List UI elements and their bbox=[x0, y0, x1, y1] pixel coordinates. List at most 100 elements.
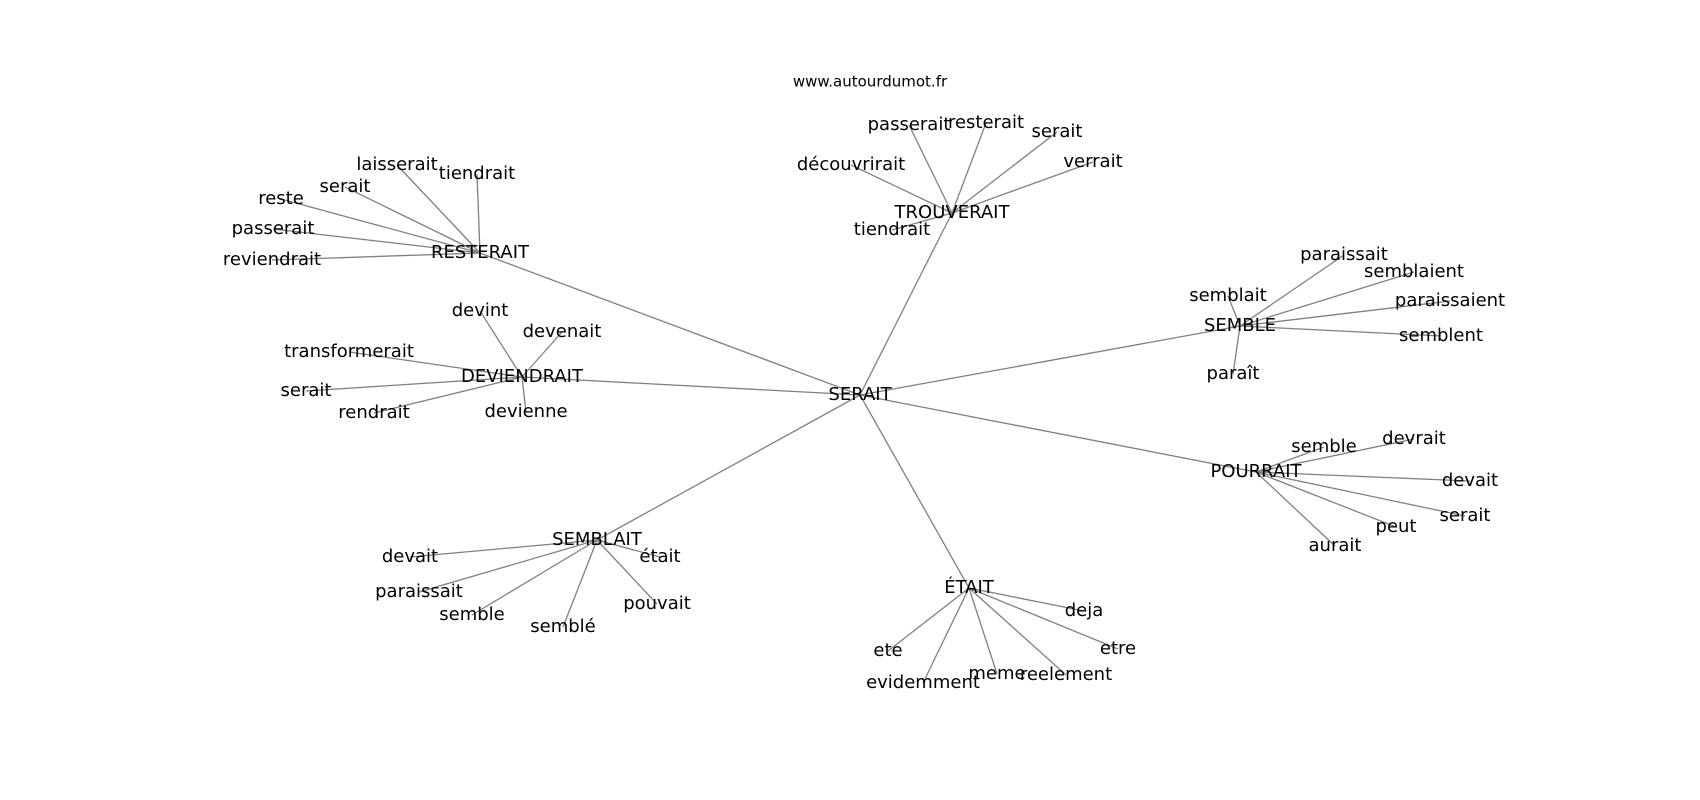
edge-hub-to-leaf bbox=[1255, 438, 1415, 473]
site-watermark: www.autourdumot.fr bbox=[793, 73, 948, 91]
edge-hub-to-leaf bbox=[596, 539, 661, 558]
leaf-node: serait bbox=[320, 176, 371, 197]
hub-node: TROUVERAIT bbox=[894, 202, 1011, 223]
leaf-node: semblé bbox=[530, 616, 596, 637]
leaf-node: devienne bbox=[484, 401, 567, 422]
edge-hub-to-leaf bbox=[479, 310, 523, 378]
leaf-node: deja bbox=[1065, 600, 1104, 621]
edge-hub-to-leaf bbox=[418, 539, 598, 593]
edge-center-to-hub bbox=[859, 325, 1241, 396]
edge-hub-to-leaf bbox=[887, 587, 970, 652]
leaf-node: laisserait bbox=[356, 154, 437, 175]
edge-hub-to-leaf bbox=[1239, 254, 1345, 327]
leaf-node: peut bbox=[1376, 516, 1417, 537]
leaf-node: devrait bbox=[1382, 428, 1446, 449]
leaf-node: semblent bbox=[1399, 325, 1483, 346]
edge-hub-to-leaf bbox=[280, 198, 481, 254]
edge-center-to-hub bbox=[859, 394, 970, 589]
edge-hub-to-leaf bbox=[344, 186, 481, 254]
edge-hub-to-leaf bbox=[271, 252, 481, 261]
graph-labels: www.autourdumot.fr SERAIT RESTERAIT laisse… bbox=[223, 73, 1505, 694]
leaf-node: semble bbox=[1291, 436, 1357, 457]
edge-hub-to-leaf bbox=[471, 539, 598, 616]
edge-hub-to-leaf bbox=[968, 587, 1067, 676]
hub-node: ÉTAIT bbox=[944, 576, 995, 598]
edge-center-to-hub bbox=[596, 394, 861, 541]
leaf-node: semblait bbox=[1189, 285, 1267, 306]
edge-center-to-hub bbox=[859, 394, 1257, 473]
hub-node: RESTERAIT bbox=[431, 242, 530, 263]
leaf-node: meme bbox=[968, 663, 1025, 684]
edge-hub-to-leaf bbox=[968, 587, 1119, 650]
edge-hub-to-leaf bbox=[305, 376, 523, 392]
edge-hub-to-leaf bbox=[596, 539, 658, 605]
edge-hub-to-leaf bbox=[951, 122, 987, 214]
edge-hub-to-leaf bbox=[951, 161, 1094, 214]
leaf-node: serait bbox=[1032, 121, 1083, 142]
edge-hub-to-leaf bbox=[1255, 471, 1397, 528]
edge-hub-to-leaf bbox=[1255, 471, 1336, 547]
edge-center-to-hub bbox=[479, 252, 861, 396]
edge-hub-to-leaf bbox=[1227, 295, 1241, 327]
leaf-node: ete bbox=[873, 640, 902, 661]
edge-hub-to-leaf bbox=[1239, 325, 1442, 337]
leaf-node: serait bbox=[1440, 505, 1491, 526]
edge-hub-to-leaf bbox=[272, 228, 481, 254]
edge-hub-to-leaf bbox=[396, 164, 481, 254]
leaf-node: reelement bbox=[1020, 664, 1112, 685]
leaf-node: resterait bbox=[948, 112, 1024, 133]
edge-center-to-hub bbox=[859, 212, 953, 396]
leaf-node: etre bbox=[1100, 638, 1136, 659]
edge-hub-to-leaf bbox=[850, 164, 953, 214]
edge-hub-to-leaf bbox=[521, 331, 563, 378]
leaf-node: reviendrait bbox=[223, 249, 321, 270]
leaf-node: semblaient bbox=[1364, 261, 1464, 282]
leaf-node: paraissait bbox=[1300, 244, 1388, 265]
edge-hub-to-leaf bbox=[891, 212, 953, 231]
leaf-node: devait bbox=[1442, 470, 1498, 491]
leaf-node: passerait bbox=[232, 218, 315, 239]
center-node: SERAIT bbox=[828, 384, 892, 405]
leaf-node: transformerait bbox=[284, 341, 414, 362]
leaf-node: paraît bbox=[1207, 363, 1260, 384]
edge-hub-to-leaf bbox=[348, 351, 523, 378]
leaf-node: reste bbox=[258, 188, 304, 209]
edge-hub-to-leaf bbox=[1239, 271, 1415, 327]
leaf-node: paraissaient bbox=[1395, 290, 1505, 311]
leaf-node: aurait bbox=[1309, 535, 1362, 556]
graph-edges bbox=[271, 122, 1471, 684]
edge-hub-to-leaf bbox=[373, 376, 523, 414]
hub-node: SEMBLE bbox=[1204, 315, 1276, 336]
leaf-node: tiendrait bbox=[854, 219, 930, 240]
leaf-node: serait bbox=[281, 380, 332, 401]
leaf-node: tiendrait bbox=[439, 163, 515, 184]
leaf-node: verrait bbox=[1063, 151, 1122, 172]
leaf-node: semble bbox=[439, 604, 505, 625]
leaf-node: evidemment bbox=[866, 672, 980, 693]
leaf-node: était bbox=[639, 546, 680, 567]
leaf-node: rendrait bbox=[338, 402, 409, 423]
edge-hub-to-leaf bbox=[968, 587, 1085, 612]
leaf-node: découvrirait bbox=[797, 154, 905, 175]
leaf-node: devait bbox=[382, 546, 438, 567]
edge-hub-to-leaf bbox=[1239, 300, 1451, 327]
hub-node: DEVIENDRAIT bbox=[461, 366, 584, 387]
edge-hub-to-leaf bbox=[908, 124, 953, 214]
edge-hub-to-leaf bbox=[1255, 446, 1325, 473]
leaf-node: pouvait bbox=[623, 593, 691, 614]
hub-node: POURRAIT bbox=[1210, 461, 1302, 482]
leaf-node: paraissait bbox=[375, 581, 463, 602]
edge-hub-to-leaf bbox=[476, 173, 481, 254]
leaf-node: devenait bbox=[523, 321, 602, 342]
edge-hub-to-leaf bbox=[521, 376, 527, 413]
edge-center-to-hub bbox=[521, 376, 861, 396]
hub-node: SEMBLAIT bbox=[552, 529, 643, 550]
edge-hub-to-leaf bbox=[1255, 471, 1471, 482]
edge-hub-to-leaf bbox=[562, 539, 598, 628]
edge-hub-to-leaf bbox=[968, 587, 998, 675]
leaf-node: passerait bbox=[868, 114, 951, 135]
leaf-node: devint bbox=[452, 300, 509, 321]
edge-hub-to-leaf bbox=[1255, 471, 1466, 517]
edge-hub-to-leaf bbox=[922, 587, 970, 684]
